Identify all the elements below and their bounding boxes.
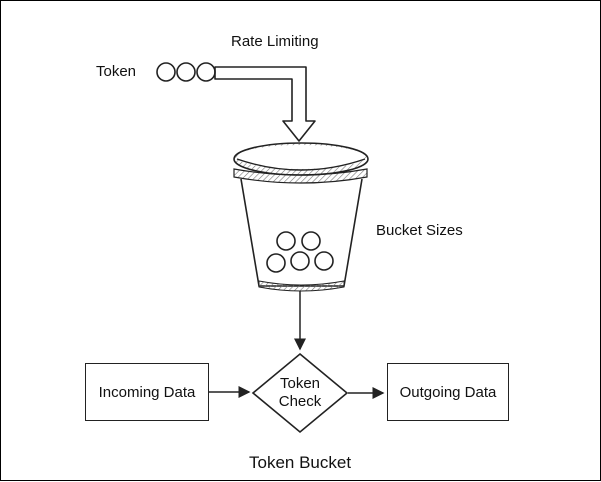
token-check-label: Token Check <box>270 375 330 411</box>
token-check-diamond <box>251 352 349 434</box>
diagram-title: Token Bucket <box>249 453 352 472</box>
bucket-token <box>290 251 310 271</box>
token-circles <box>156 62 216 82</box>
outgoing-data-label: Outgoing Data <box>399 383 497 401</box>
rate-limiting-label: Rate Limiting <box>231 33 319 50</box>
incoming-data-label: Incoming Data <box>98 383 196 401</box>
token-check-line1: Token <box>279 375 321 392</box>
bucket-sizes-label: Bucket Sizes <box>376 222 463 239</box>
incoming-data-box: Incoming Data <box>85 363 209 421</box>
bucket-token <box>314 251 334 271</box>
token-circle <box>196 62 216 82</box>
bucket <box>233 142 369 292</box>
bucket-token <box>276 231 296 251</box>
bucket-token <box>301 231 321 251</box>
token-circle <box>156 62 176 82</box>
rate-limit-arrow <box>214 66 316 142</box>
token-check-line2: Check <box>278 393 322 410</box>
token-circle <box>176 62 196 82</box>
bucket-token <box>266 253 286 273</box>
outgoing-data-box: Outgoing Data <box>387 363 509 421</box>
token-label: Token <box>96 63 137 80</box>
